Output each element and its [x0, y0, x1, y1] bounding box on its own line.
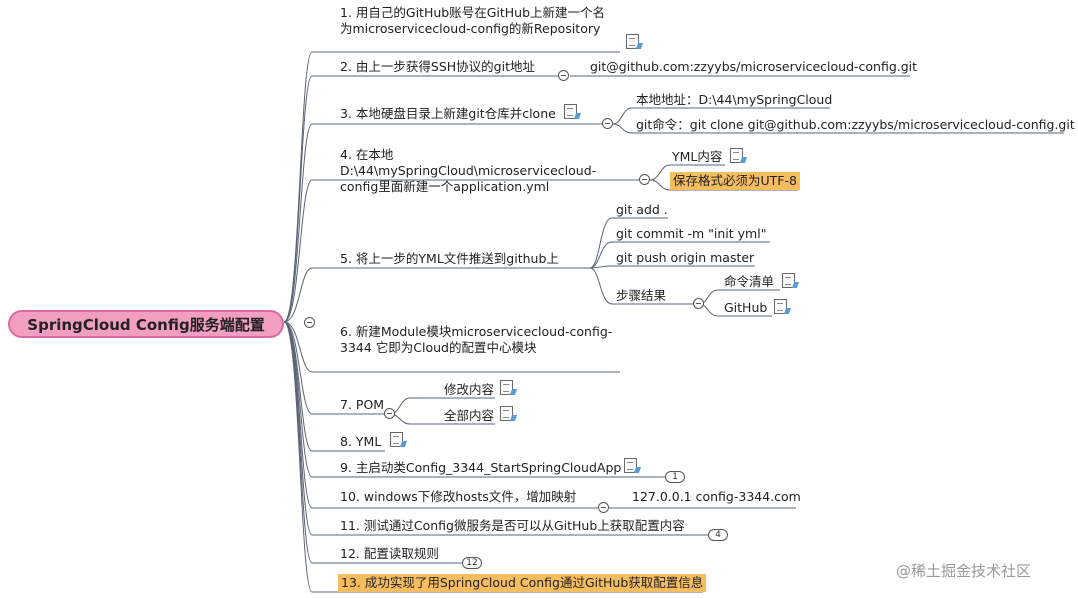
- branch-7-child-1[interactable]: 修改内容: [444, 382, 495, 397]
- branch-5-child-3[interactable]: git push origin master: [616, 250, 755, 265]
- branch-13-highlight[interactable]: 13. 成功实现了用SpringCloud Config通过GitHub获取配置…: [338, 574, 707, 592]
- branch-10-label[interactable]: 10. windows下修改hosts文件，增加映射: [340, 489, 577, 504]
- branch-3-child-1[interactable]: 本地地址：D:\44\mySpringCloud: [636, 92, 833, 107]
- branch-6-label[interactable]: 6. 新建Module模块microservicecloud-config-33…: [340, 324, 613, 355]
- note-icon[interactable]: [390, 432, 403, 447]
- branch-5-label[interactable]: 5. 将上一步的YML文件推送到github上: [340, 251, 559, 266]
- note-icon[interactable]: [500, 380, 513, 395]
- branch-4-label[interactable]: 4. 在本地D:\44\mySpringCloud\microservicecl…: [340, 147, 597, 194]
- branch-3-label[interactable]: 3. 本地硬盘目录上新建git仓库并clone: [340, 106, 556, 121]
- branch-10-child[interactable]: 127.0.0.1 config-3344.com: [632, 489, 801, 504]
- note-icon[interactable]: [626, 34, 639, 49]
- branch-4-child-2-highlight[interactable]: 保存格式必须为UTF-8: [670, 172, 800, 190]
- branch-2-collapse-toggle[interactable]: [558, 70, 569, 81]
- branch-9-label[interactable]: 9. 主启动类Config_3344_StartSpringCloudApp: [340, 460, 622, 475]
- root-collapse-toggle[interactable]: [304, 317, 315, 328]
- branch-4-collapse-toggle[interactable]: [639, 174, 650, 185]
- watermark: @稀土掘金技术社区: [896, 562, 1032, 580]
- branch-8-label[interactable]: 8. YML: [340, 434, 382, 449]
- note-icon[interactable]: [782, 273, 795, 288]
- branch-5-child-1[interactable]: git add .: [616, 202, 668, 217]
- branch-5-grandchild-1[interactable]: 命令清单: [724, 274, 775, 289]
- branch-3-collapse-toggle[interactable]: [602, 118, 613, 129]
- branch-11-label[interactable]: 11. 测试通过Config微服务是否可以从GitHub上获取配置内容: [340, 518, 685, 533]
- note-icon[interactable]: [730, 148, 743, 163]
- branch-7-child-2[interactable]: 全部内容: [444, 408, 495, 423]
- branch-11-hidden-count[interactable]: 4: [708, 529, 728, 541]
- branch-7-label[interactable]: 7. POM: [340, 397, 385, 412]
- branch-1-label[interactable]: 1. 用自己的GitHub账号在GitHub上新建一个名为microservic…: [340, 5, 606, 36]
- branch-12-hidden-count[interactable]: 12: [462, 557, 482, 569]
- note-icon[interactable]: [624, 458, 637, 473]
- branch-7-collapse-toggle[interactable]: [384, 408, 395, 419]
- branch-4-child-1[interactable]: YML内容: [672, 149, 723, 164]
- branch-5-child-2[interactable]: git commit -m "init yml": [616, 226, 767, 241]
- branch-9-hidden-count[interactable]: 1: [665, 471, 685, 483]
- root-node[interactable]: SpringCloud Config服务端配置: [8, 310, 284, 338]
- branch-2-child[interactable]: git@github.com:zzyybs/microservicecloud-…: [590, 59, 918, 74]
- branch-5-child-4[interactable]: 步骤结果: [616, 288, 667, 303]
- note-icon[interactable]: [500, 406, 513, 421]
- branch-10-collapse-toggle[interactable]: [598, 502, 609, 513]
- branch-12-label[interactable]: 12. 配置读取规则: [340, 546, 439, 561]
- branch-3-child-2[interactable]: git命令：git clone git@github.com:zzyybs/mi…: [636, 117, 1075, 132]
- branch-5-grandchild-2[interactable]: GitHub: [724, 300, 768, 315]
- note-icon[interactable]: [564, 104, 577, 119]
- branch-5-sub-collapse-toggle[interactable]: [693, 298, 704, 309]
- branch-2-label[interactable]: 2. 由上一步获得SSH协议的git地址: [340, 59, 535, 74]
- note-icon[interactable]: [774, 299, 787, 314]
